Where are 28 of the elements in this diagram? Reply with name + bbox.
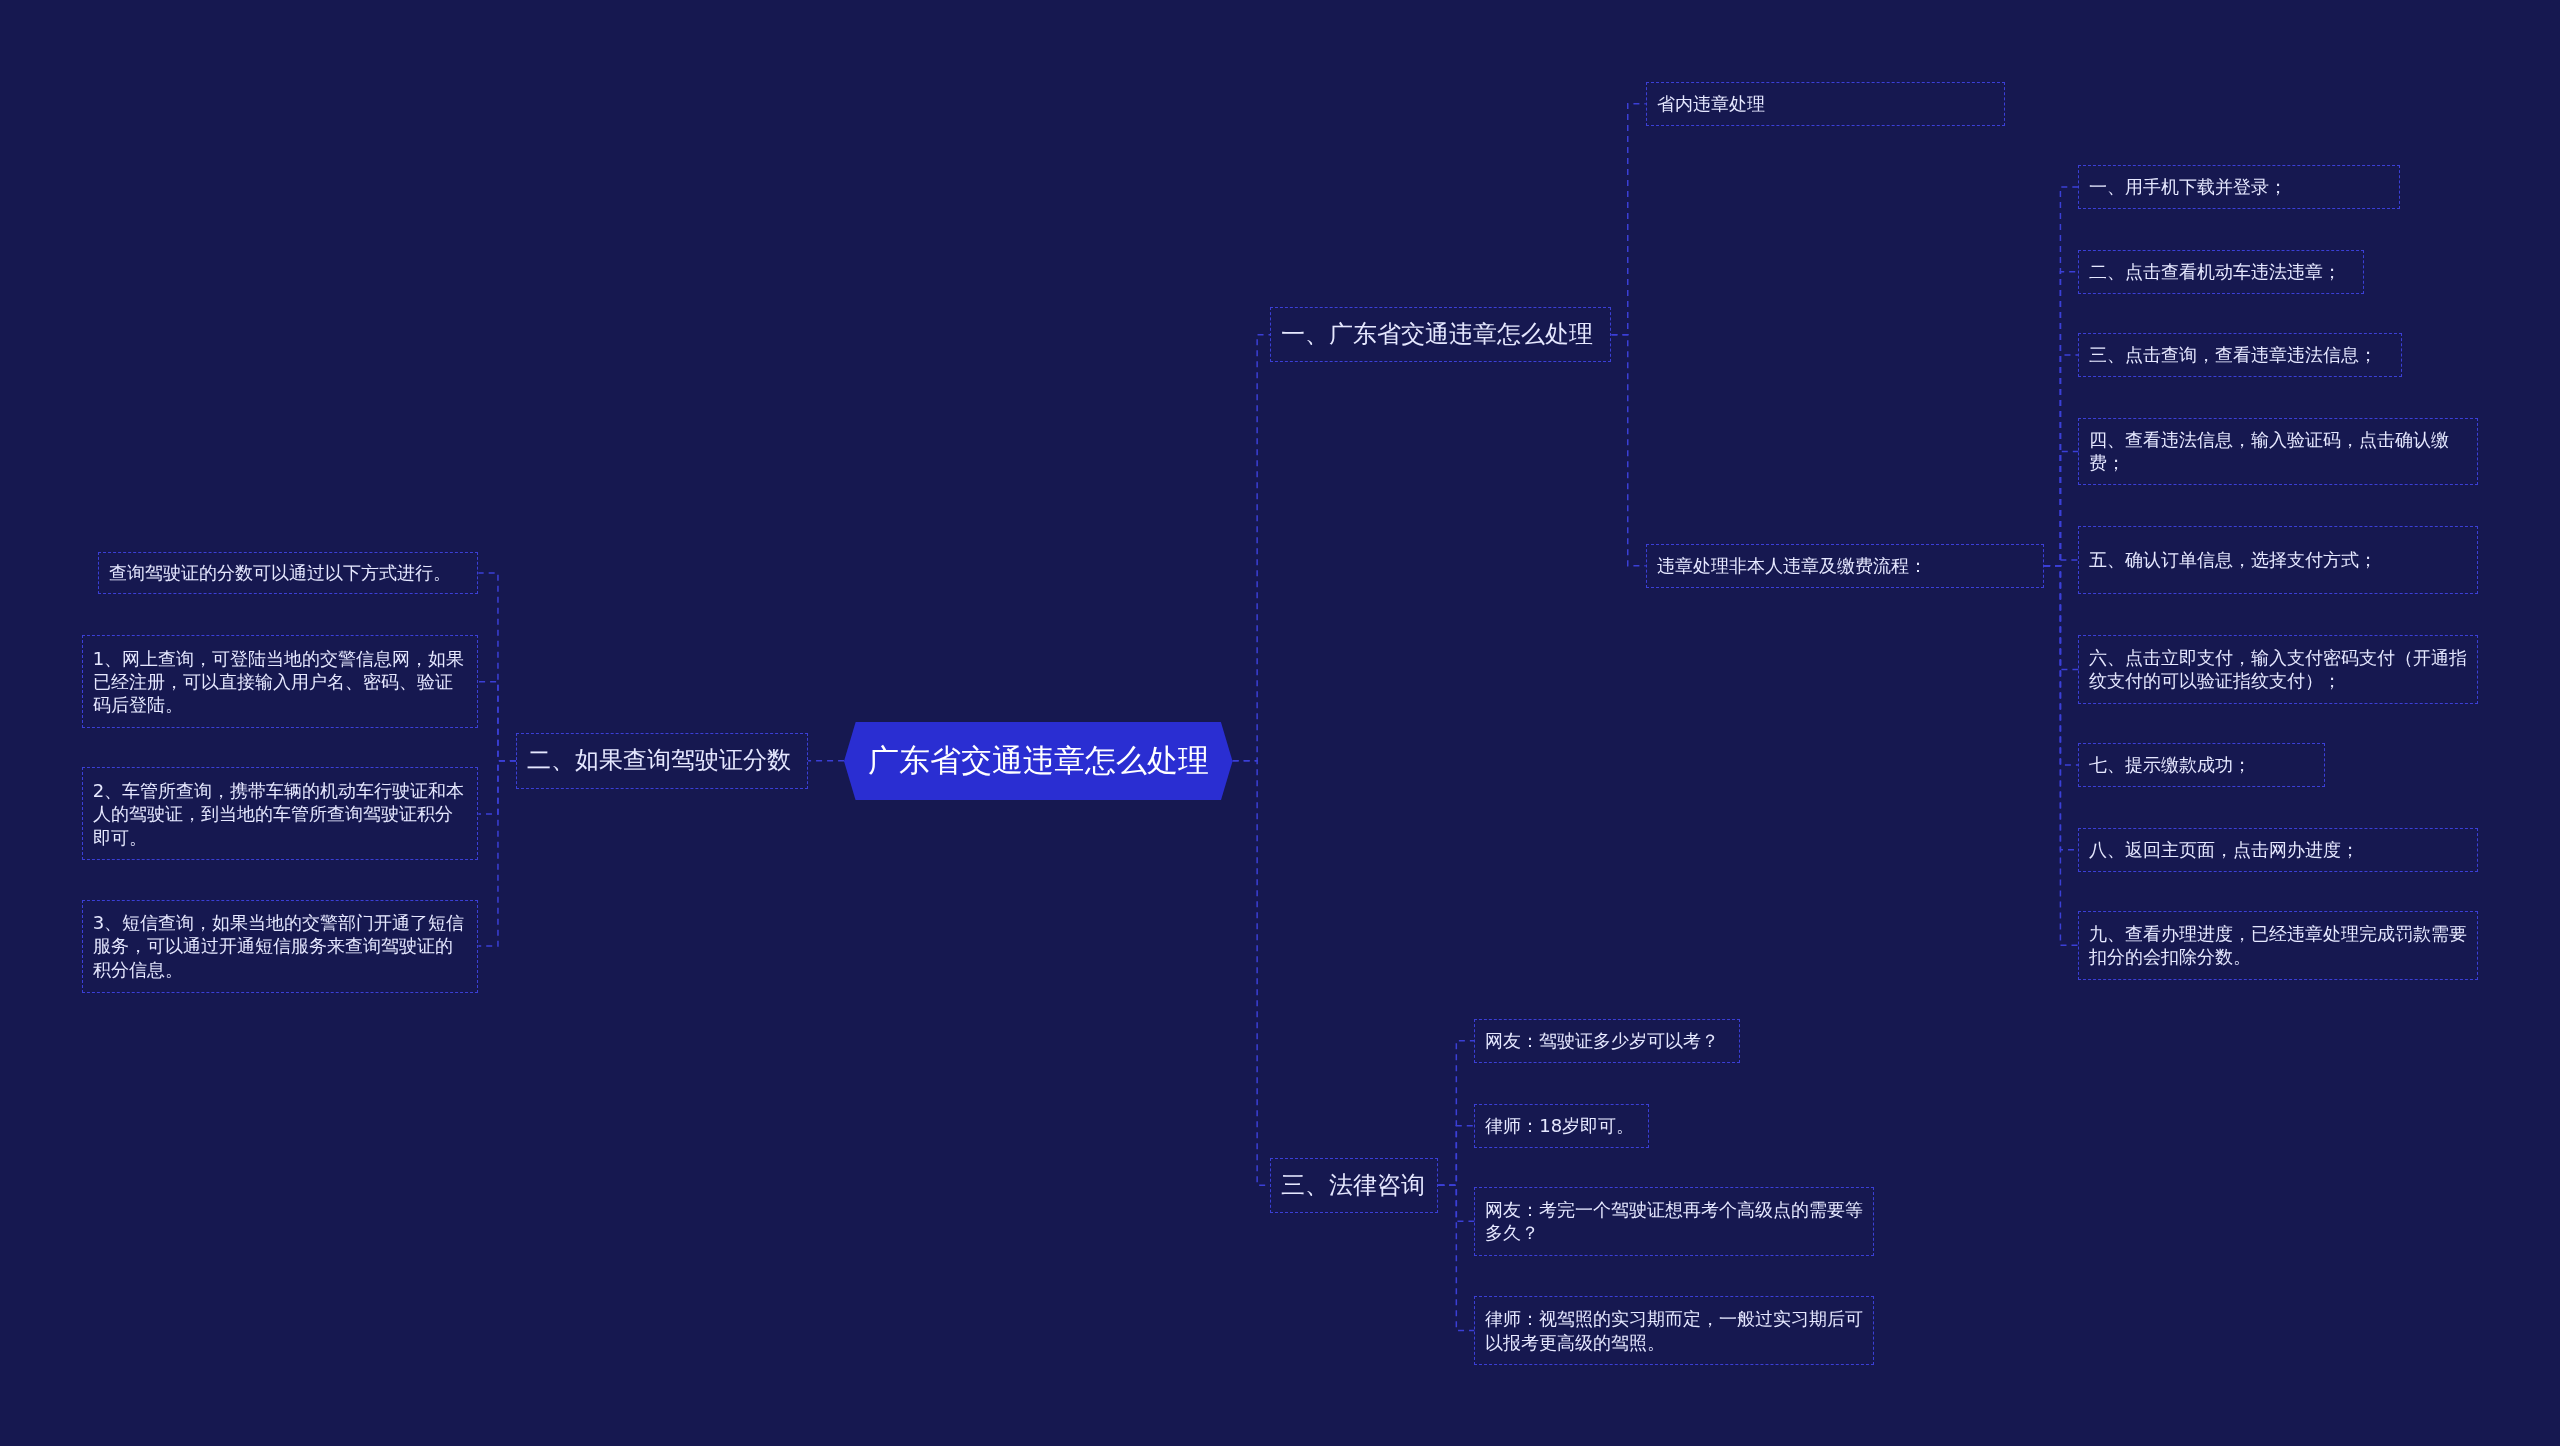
branch-topic: 一、广东省交通违章怎么处理 xyxy=(1270,306,1612,363)
subtopic: 省内违章处理 xyxy=(1645,81,2005,126)
branch-topic: 三、法律咨询 xyxy=(1270,1157,1439,1214)
subtopic: 网友：考完一个驾驶证想再考个高级点的需要等多久？ xyxy=(1474,1186,1875,1256)
subtopic: 六、点击立即支付，输入支付密码支付（开通指纹支付的可以验证指纹支付）； xyxy=(2078,635,2479,704)
subtopic: 3、短信查询，如果当地的交警部门开通了短信服务，可以通过开通短信服务来查询驾驶证的积分信息。 xyxy=(81,899,479,993)
branch-topic: 二、如果查询驾驶证分数 xyxy=(515,733,809,789)
subtopic: 五、确认订单信息，选择支付方式； xyxy=(2078,525,2479,595)
subtopic: 查询驾驶证的分数可以通过以下方式进行。 xyxy=(97,551,479,595)
subtopic: 网友：驾驶证多少岁可以考？ xyxy=(1474,1018,1741,1063)
subtopic: 一、用手机下载并登录； xyxy=(2078,164,2400,209)
subtopic: 2、车管所查询，携带车辆的机动车行驶证和本人的驾驶证，到当地的车管所查询驾驶证积分即可。 xyxy=(81,767,479,861)
subtopic: 三、点击查询，查看违章违法信息； xyxy=(2078,333,2402,378)
subtopic: 二、点击查看机动车违法违章； xyxy=(2078,249,2365,294)
connector-line xyxy=(477,760,517,947)
subtopic: 律师：视驾照的实习期而定，一般过实习期后可以报考更高级的驾照。 xyxy=(1474,1296,1875,1365)
subtopic: 违章处理非本人违章及缴费流程： xyxy=(1645,543,2045,588)
subtopic: 九、查看办理进度，已经违章处理完成罚款需要扣分的会扣除分数。 xyxy=(2078,911,2479,980)
subtopic: 八、返回主页面，点击网办进度； xyxy=(2078,827,2479,872)
connector-line xyxy=(807,760,845,762)
connector-line xyxy=(2043,564,2080,947)
central-topic-text: 广东省交通违章怎么处理 xyxy=(867,740,1209,780)
subtopic: 1、网上查询，可登陆当地的交警信息网，如果已经注册，可以直接输入用户名、密码、验证码后登陆。 xyxy=(81,635,479,729)
connector-line xyxy=(1437,1184,1476,1332)
subtopic: 四、查看违法信息，输入验证码，点击确认缴费； xyxy=(2078,417,2479,485)
subtopic: 律师：18岁即可。 xyxy=(1474,1103,1649,1148)
subtopic: 七、提示缴款成功； xyxy=(2078,742,2325,787)
connector-line xyxy=(1610,333,1647,567)
